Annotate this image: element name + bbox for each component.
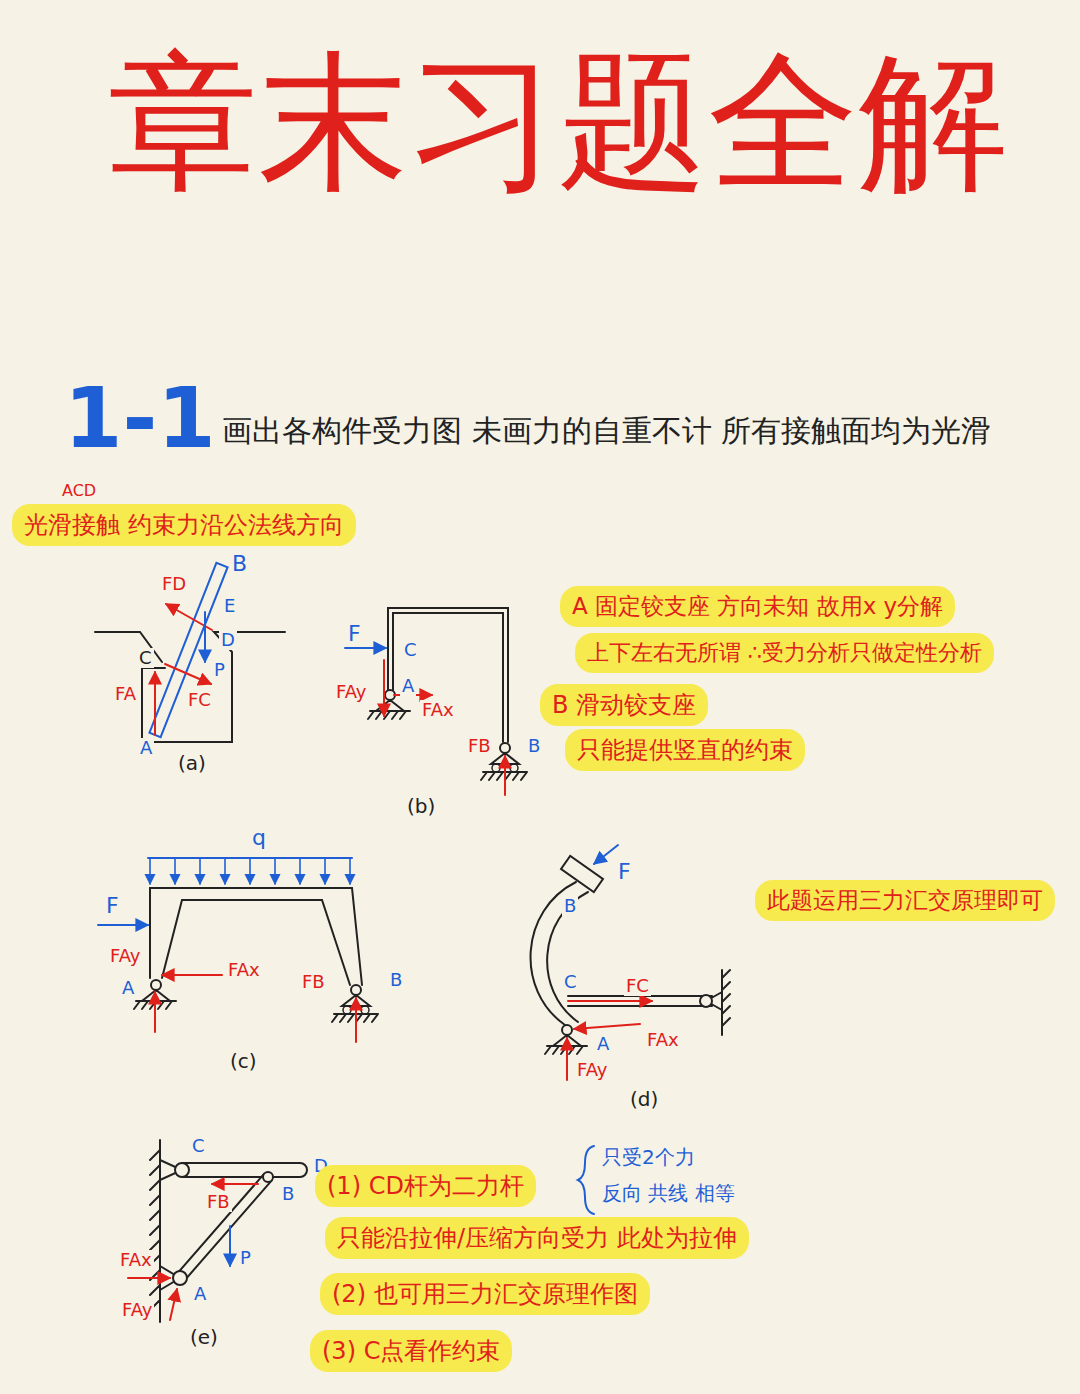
force-label: FAy bbox=[575, 1060, 609, 1080]
note-text: A 固定铰支座 方向未知 故用x y分解 bbox=[572, 592, 943, 621]
point-label: C bbox=[562, 972, 579, 992]
force-label: FAx bbox=[420, 700, 456, 720]
note-text: 上下左右无所谓 ∴受力分析只做定性分析 bbox=[587, 639, 982, 667]
force-label: F bbox=[346, 622, 363, 646]
force-label: FAy bbox=[334, 682, 368, 702]
point-label: A bbox=[192, 1284, 208, 1304]
page-title: 章末习题全解 bbox=[108, 40, 1008, 205]
figure-c bbox=[98, 858, 378, 1042]
force-label: FC bbox=[624, 976, 651, 996]
note-text: 只能提供竖直的约束 bbox=[577, 735, 793, 765]
note-text: (3) C点看作约束 bbox=[322, 1336, 500, 1366]
problem-number: 1-1 bbox=[62, 372, 218, 464]
force-label: FC bbox=[186, 690, 213, 710]
point-label: C bbox=[190, 1136, 207, 1156]
force-label: FB bbox=[466, 736, 493, 756]
point-label: B bbox=[230, 552, 249, 576]
highlight-note: B 滑动铰支座 bbox=[540, 684, 708, 726]
highlight-note: 只能提供竖直的约束 bbox=[565, 729, 805, 771]
note-text: 此题运用三力汇交原理即可 bbox=[767, 886, 1043, 915]
point-label: C bbox=[137, 648, 154, 668]
force-label: P bbox=[238, 1248, 253, 1268]
figure-number: (b) bbox=[405, 795, 437, 817]
figure-d bbox=[531, 845, 730, 1080]
point-label: B bbox=[562, 896, 578, 916]
force-label: FAx bbox=[226, 960, 262, 980]
point-label: D bbox=[219, 630, 237, 650]
point-label: B bbox=[526, 736, 542, 756]
figure-a bbox=[95, 563, 285, 742]
figure-number: (e) bbox=[188, 1326, 220, 1348]
highlight-note: (1) CD杆为二力杆 bbox=[315, 1165, 536, 1207]
brace bbox=[578, 1146, 594, 1214]
force-label: F bbox=[104, 894, 121, 918]
point-label: E bbox=[222, 596, 237, 616]
force-label: FAy bbox=[120, 1300, 154, 1320]
note: ACD bbox=[60, 482, 98, 500]
point-label: A bbox=[138, 738, 154, 758]
force-label: FD bbox=[160, 574, 188, 594]
force-label: FB bbox=[205, 1192, 232, 1212]
note-text: (1) CD杆为二力杆 bbox=[327, 1171, 524, 1201]
note-text: B 滑动铰支座 bbox=[552, 690, 696, 720]
instruction: 画出各构件受力图 未画力的自重不计 所有接触面均为光滑 bbox=[220, 414, 993, 447]
highlight-note: A 固定铰支座 方向未知 故用x y分解 bbox=[560, 586, 955, 627]
highlight-note: 光滑接触 约束力沿公法线方向 bbox=[12, 504, 356, 546]
force-label: P bbox=[212, 660, 227, 680]
force-label: FAy bbox=[108, 946, 142, 966]
highlight-note: (2) 也可用三力汇交原理作图 bbox=[320, 1273, 650, 1315]
note-text: 只能沿拉伸/压缩方向受力 此处为拉伸 bbox=[337, 1223, 737, 1253]
highlight-note: (3) C点看作约束 bbox=[310, 1330, 512, 1372]
point-label: B bbox=[280, 1184, 296, 1204]
load-label: q bbox=[250, 826, 268, 850]
highlight-note: 上下左右无所谓 ∴受力分析只做定性分析 bbox=[575, 633, 994, 673]
note-text: 光滑接触 约束力沿公法线方向 bbox=[24, 510, 344, 540]
force-label: FAx bbox=[645, 1030, 681, 1050]
point-label: A bbox=[400, 676, 416, 696]
figure-number: (d) bbox=[628, 1088, 660, 1110]
force-label: FB bbox=[300, 972, 327, 992]
point-label: C bbox=[402, 640, 419, 660]
force-label: F bbox=[616, 860, 633, 884]
note: 反向 共线 相等 bbox=[600, 1182, 737, 1204]
highlight-note: 只能沿拉伸/压缩方向受力 此处为拉伸 bbox=[325, 1217, 749, 1259]
point-label: A bbox=[120, 978, 136, 998]
note: 只受2个力 bbox=[600, 1146, 697, 1168]
figure-number: (a) bbox=[176, 752, 208, 774]
point-label: B bbox=[388, 970, 404, 990]
note-text: (2) 也可用三力汇交原理作图 bbox=[332, 1279, 638, 1309]
force-label: FA bbox=[113, 684, 138, 704]
force-label: FAx bbox=[118, 1250, 154, 1270]
point-label: A bbox=[595, 1034, 611, 1054]
figure-b bbox=[345, 608, 527, 795]
highlight-note: 此题运用三力汇交原理即可 bbox=[755, 880, 1055, 921]
figure-number: (c) bbox=[228, 1050, 259, 1072]
